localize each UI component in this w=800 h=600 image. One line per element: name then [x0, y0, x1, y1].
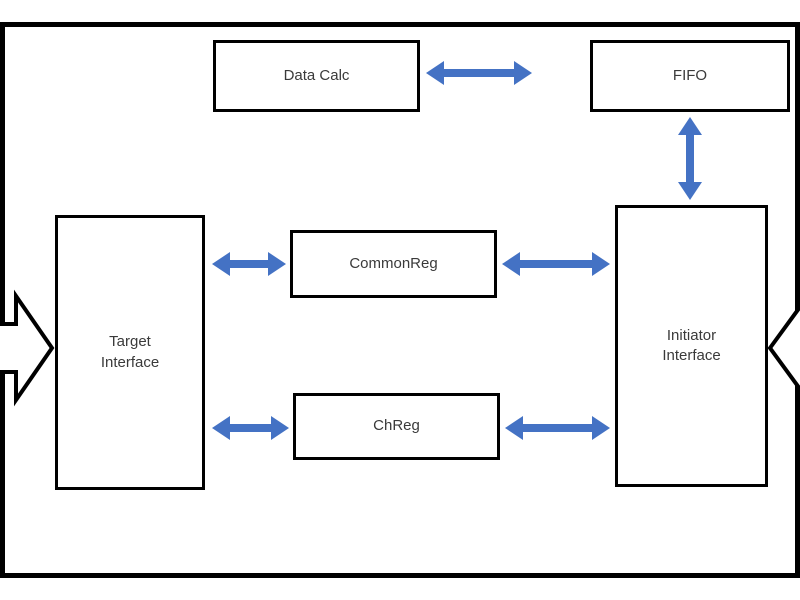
node-fifo: FIFO — [590, 40, 790, 112]
node-data-calc: Data Calc — [213, 40, 420, 112]
node-target-interface: Target Interface — [55, 215, 205, 490]
node-target-interface-label-line2: Interface — [100, 353, 160, 371]
node-initiator-interface-label-line2: Interface — [662, 347, 721, 364]
external-port-left-arrow — [0, 289, 55, 407]
node-data-calc-label: Data Calc — [283, 66, 350, 84]
arrow-datacalc-fifo — [426, 61, 532, 85]
arrow-target-commonreg — [212, 252, 286, 276]
node-common-reg-label: CommonReg — [349, 254, 438, 272]
node-initiator-interface: Initiator Interface — [615, 205, 768, 487]
node-initiator-interface-label-line1: Initiator — [666, 326, 717, 344]
node-target-interface-label-line1: Target — [109, 333, 151, 351]
node-ch-reg-label: ChReg — [373, 417, 420, 435]
arrow-commonreg-initiator — [502, 252, 610, 276]
node-common-reg: CommonReg — [290, 230, 497, 298]
arrow-target-chreg — [212, 416, 289, 440]
node-fifo-label: FIFO — [672, 66, 708, 84]
diagram-border — [0, 22, 800, 578]
external-port-right-arrow — [767, 303, 800, 393]
arrow-chreg-initiator — [505, 416, 610, 440]
node-ch-reg: ChReg — [293, 393, 500, 460]
arrow-fifo-initiator — [678, 117, 702, 200]
